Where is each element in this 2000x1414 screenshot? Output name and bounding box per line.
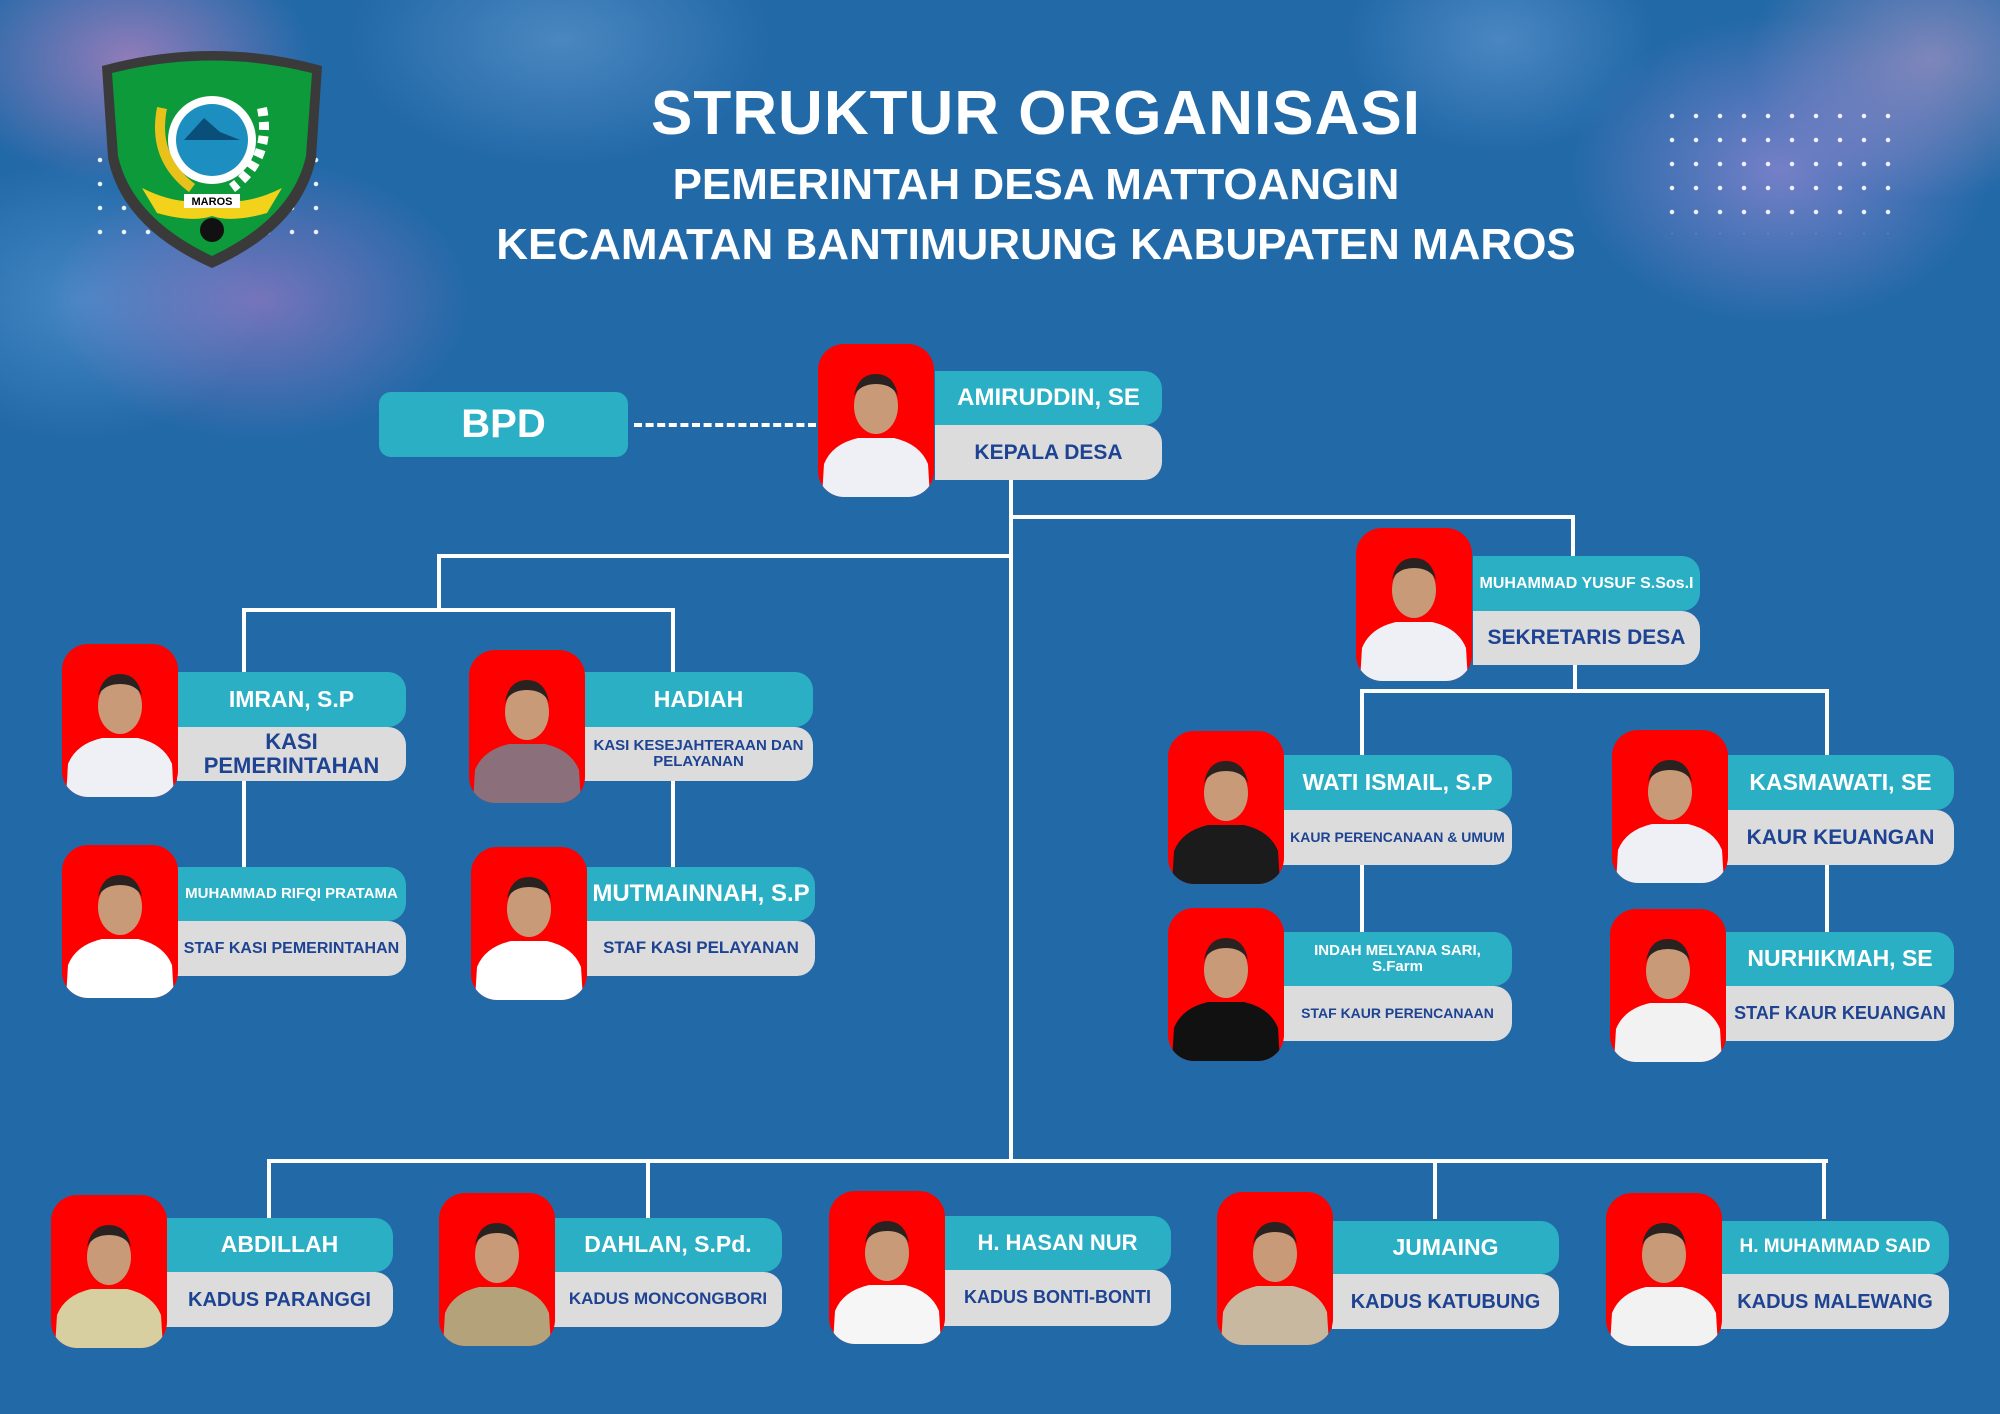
connector-line [646, 1159, 650, 1219]
person-photo [62, 845, 178, 998]
person-silhouette-icon [833, 1221, 941, 1344]
person-role: STAF KASI PEMERINTAHAN [177, 921, 406, 976]
person-silhouette-icon [1172, 761, 1280, 884]
connector-line [437, 554, 441, 612]
person-silhouette-icon [1616, 760, 1724, 883]
person-photo [469, 650, 585, 803]
person-silhouette-icon [1614, 939, 1722, 1062]
person-role: KAUR KEUANGAN [1727, 810, 1954, 865]
person-name: MUHAMMAD RIFQI PRATAMA [177, 867, 406, 921]
person-name: H. HASAN NUR [944, 1216, 1171, 1270]
person-role: SEKRETARIS DESA [1473, 611, 1700, 665]
person-role: KASI KESEJAHTERAAN DAN PELAYANAN [584, 727, 813, 781]
connector-line [242, 608, 675, 612]
person-photo [471, 847, 587, 1000]
person-name: KASMAWATI, SE [1727, 755, 1954, 810]
person-silhouette-icon [66, 875, 174, 998]
connector-line [1571, 515, 1575, 557]
person-photo [829, 1191, 945, 1344]
connector-line [267, 1159, 1828, 1163]
person-name: ABDILLAH [166, 1218, 393, 1272]
person-name: IMRAN, S.P [177, 672, 406, 727]
person-photo [1217, 1192, 1333, 1345]
person-name: JUMAING [1332, 1221, 1559, 1274]
person-photo [1606, 1193, 1722, 1346]
person-name: WATI ISMAIL, S.P [1283, 755, 1512, 810]
person-name: INDAH MELYANA SARI, S.Farm [1283, 932, 1512, 986]
connector-line [437, 554, 1013, 558]
connector-line [1011, 515, 1575, 519]
dot-pattern-right [1660, 104, 1900, 234]
person-photo [62, 644, 178, 797]
page-title: STRUKTUR ORGANISASI [651, 79, 1421, 148]
person-silhouette-icon [55, 1225, 163, 1348]
connector-line [1822, 1159, 1826, 1219]
person-name: AMIRUDDIN, SE [935, 371, 1162, 425]
person-name: HADIAH [584, 672, 813, 727]
person-role: STAF KAUR PERENCANAAN [1283, 986, 1512, 1041]
person-silhouette-icon [822, 374, 930, 497]
page-subtitle-village: PEMERINTAH DESA MATTOANGIN [672, 160, 1400, 209]
person-photo [1356, 528, 1472, 681]
person-photo [818, 344, 934, 497]
person-role: KAUR PERENCANAAN & UMUM [1283, 810, 1512, 865]
bpd-dashed-connector [634, 423, 816, 427]
person-role: KADUS MALEWANG [1721, 1274, 1949, 1329]
person-photo [1612, 730, 1728, 883]
person-photo [439, 1193, 555, 1346]
person-name: NURHIKMAH, SE [1726, 932, 1954, 986]
person-silhouette-icon [1172, 938, 1280, 1061]
person-role: KASI PEMERINTAHAN [177, 727, 406, 781]
person-role: KEPALA DESA [935, 425, 1162, 480]
person-photo [1168, 731, 1284, 884]
person-role: KADUS PARANGGI [166, 1272, 393, 1327]
connector-line [1573, 665, 1577, 693]
person-silhouette-icon [475, 877, 583, 1000]
person-role: STAF KASI PELAYANAN [587, 921, 815, 976]
person-role: KADUS KATUBUNG [1332, 1274, 1559, 1329]
person-silhouette-icon [443, 1223, 551, 1346]
person-silhouette-icon [473, 680, 581, 803]
person-photo [1168, 908, 1284, 1061]
person-role: KADUS BONTI-BONTI [944, 1270, 1171, 1326]
person-photo [1610, 909, 1726, 1062]
person-role: KADUS MONCONGBORI [554, 1272, 782, 1327]
svg-text:MAROS: MAROS [192, 196, 233, 208]
logo: MAROS [92, 48, 332, 270]
connector-line [1009, 480, 1013, 1163]
person-silhouette-icon [1360, 558, 1468, 681]
person-name: MUTMAINNAH, S.P [587, 867, 815, 921]
person-photo [51, 1195, 167, 1348]
person-name: H. MUHAMMAD SAID [1721, 1221, 1949, 1274]
person-role: STAF KAUR KEUANGAN [1726, 986, 1954, 1041]
person-name: DAHLAN, S.Pd. [554, 1218, 782, 1272]
page-subtitle-district: KECAMATAN BANTIMURUNG KABUPATEN MAROS [496, 220, 1576, 269]
person-silhouette-icon [1221, 1222, 1329, 1345]
person-silhouette-icon [1610, 1223, 1718, 1346]
bpd-box: BPD [379, 392, 628, 457]
person-silhouette-icon [66, 674, 174, 797]
connector-line [1433, 1159, 1437, 1219]
connector-line [1360, 689, 1829, 693]
person-name: MUHAMMAD YUSUF S.Sos.I [1473, 556, 1700, 611]
connector-line [267, 1159, 271, 1219]
